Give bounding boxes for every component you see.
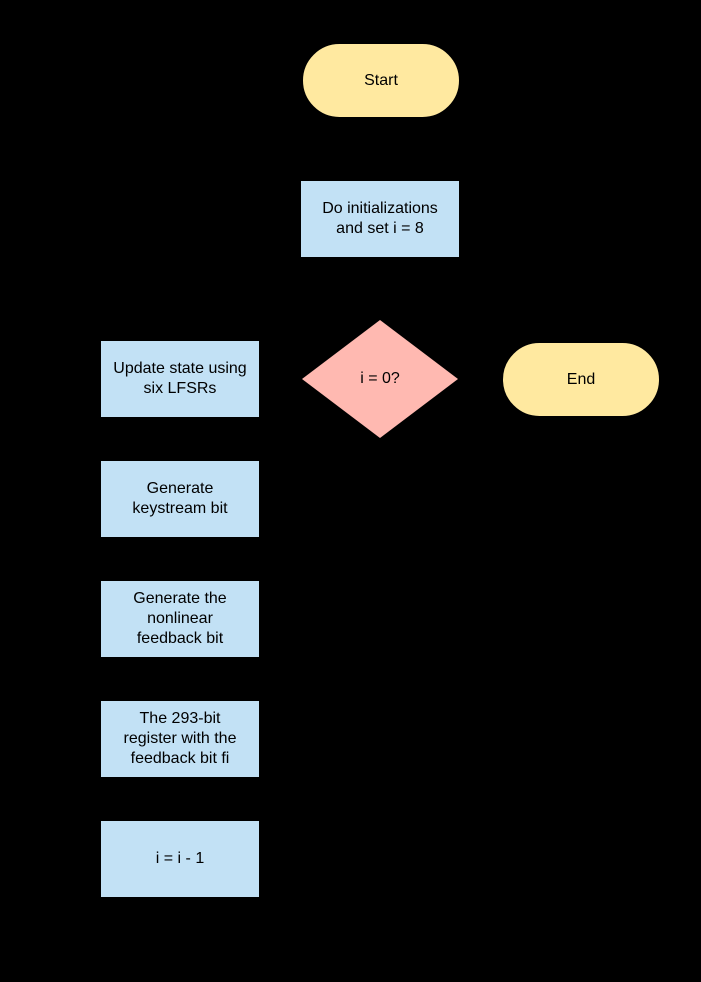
update-state-node-label: Update state using six LFSRs bbox=[113, 360, 247, 397]
end-terminator-node: End bbox=[502, 342, 660, 417]
decrement-i-node-label: i = i - 1 bbox=[155, 850, 205, 867]
start-terminator-node: Start bbox=[302, 43, 460, 118]
generate-keystream-node-label: Generate keystream bit bbox=[132, 480, 228, 517]
nonlinear-feedback-process-node: Generate the nonlinear feedback bit bbox=[100, 580, 260, 658]
init-process-node: Do initializations and set i = 8 bbox=[300, 180, 460, 258]
register-update-process-node: The 293-bit register with the feedback b… bbox=[100, 700, 260, 778]
init-node-label: Do initializations and set i = 8 bbox=[322, 200, 438, 237]
nonlinear-feedback-node-label: Generate the nonlinear feedback bit bbox=[133, 590, 227, 647]
update-state-process-node: Update state using six LFSRs bbox=[100, 340, 260, 418]
end-node-label: End bbox=[566, 370, 596, 388]
register-update-node-label: The 293-bit register with the feedback b… bbox=[123, 710, 237, 767]
start-node-label: Start bbox=[364, 71, 398, 89]
decrement-i-process-node: i = i - 1 bbox=[100, 820, 260, 898]
decision-node-label: i = 0? bbox=[360, 370, 400, 387]
generate-keystream-process-node: Generate keystream bit bbox=[100, 460, 260, 538]
decision-diamond-node: i = 0? bbox=[302, 320, 458, 438]
